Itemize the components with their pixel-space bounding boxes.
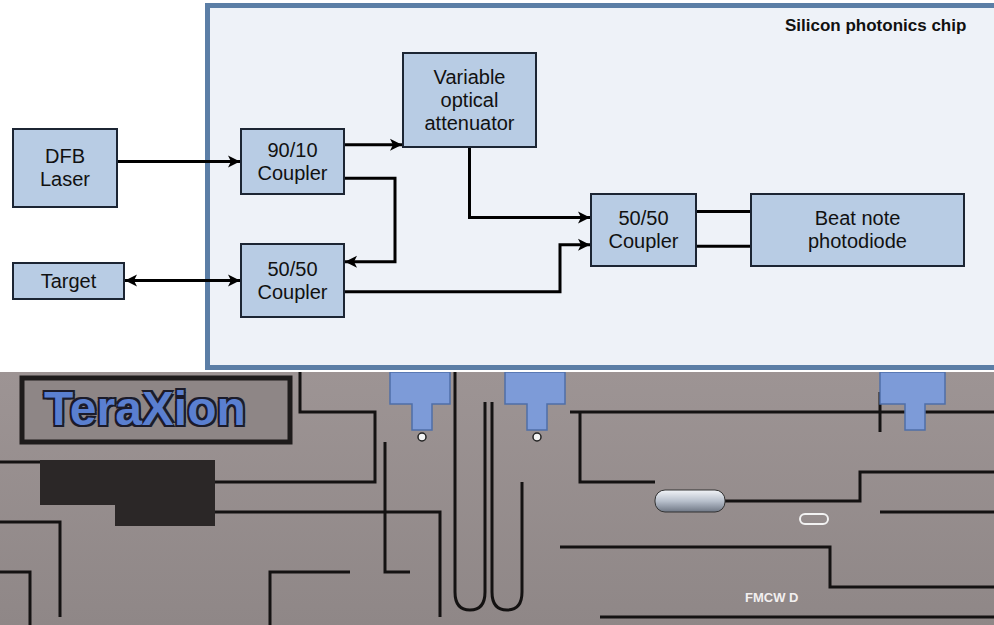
waveguide <box>270 572 350 625</box>
box-label: 90/10 Coupler <box>253 139 333 185</box>
waveguide <box>492 402 522 610</box>
optical-link <box>697 210 750 213</box>
ring-element <box>800 514 828 524</box>
waveguide <box>725 472 994 501</box>
via <box>418 433 426 441</box>
signal-arrow <box>345 178 395 262</box>
bond-pad <box>505 372 565 430</box>
via <box>533 433 541 441</box>
signal-arrow <box>118 160 240 163</box>
waveguide <box>455 372 485 610</box>
logo-frame <box>22 378 290 442</box>
photodiode-cylinder <box>655 490 725 512</box>
box-label: 50/50 Coupler <box>253 258 333 304</box>
optical-link <box>697 245 750 248</box>
attenuator-box: Variable optical attenuator <box>402 52 537 148</box>
box-label: Target <box>41 270 97 293</box>
waveguide <box>385 442 410 572</box>
bond-pad <box>880 372 945 430</box>
chip-panel: Silicon photonics chip 90/10 Coupler Varia… <box>205 3 994 370</box>
coupler-box: 90/10 Coupler <box>240 128 345 195</box>
waveguide <box>880 511 994 514</box>
logo-text: TeraXion <box>44 381 246 436</box>
signal-arrow <box>345 143 402 146</box>
box-label: 50/50 Coupler <box>604 207 684 253</box>
waveguide <box>0 572 30 625</box>
waveguide <box>215 512 440 617</box>
waveguide <box>570 411 994 414</box>
signal-arrow <box>470 148 591 217</box>
bond-pads <box>390 372 945 430</box>
waveguides <box>0 372 994 625</box>
chip-heading: Silicon photonics chip <box>785 16 966 36</box>
waveguide <box>580 412 655 482</box>
bond-pad <box>390 372 450 430</box>
coupler-box: 50/50 Coupler <box>240 243 345 318</box>
coupler-block <box>115 500 215 526</box>
waveguide <box>0 461 40 464</box>
laser-box: DFB Laser <box>12 128 118 208</box>
chip-outline <box>208 6 994 368</box>
target-box: Target <box>12 262 125 300</box>
coupler-box: 50/50 Coupler <box>590 193 697 267</box>
waveguide <box>600 616 994 619</box>
box-label: Variable optical attenuator <box>415 66 525 135</box>
signal-arrow <box>345 245 590 292</box>
die-marking: FMCW D <box>745 590 798 605</box>
waveguide <box>560 547 994 587</box>
die-surface <box>0 372 994 625</box>
signal-arrow <box>125 279 240 282</box>
box-label: Beat note photodiode <box>798 207 918 253</box>
coupler-block <box>40 460 215 505</box>
box-label: DFB Laser <box>30 145 100 191</box>
photodiode-box: Beat note photodiode <box>750 193 965 267</box>
